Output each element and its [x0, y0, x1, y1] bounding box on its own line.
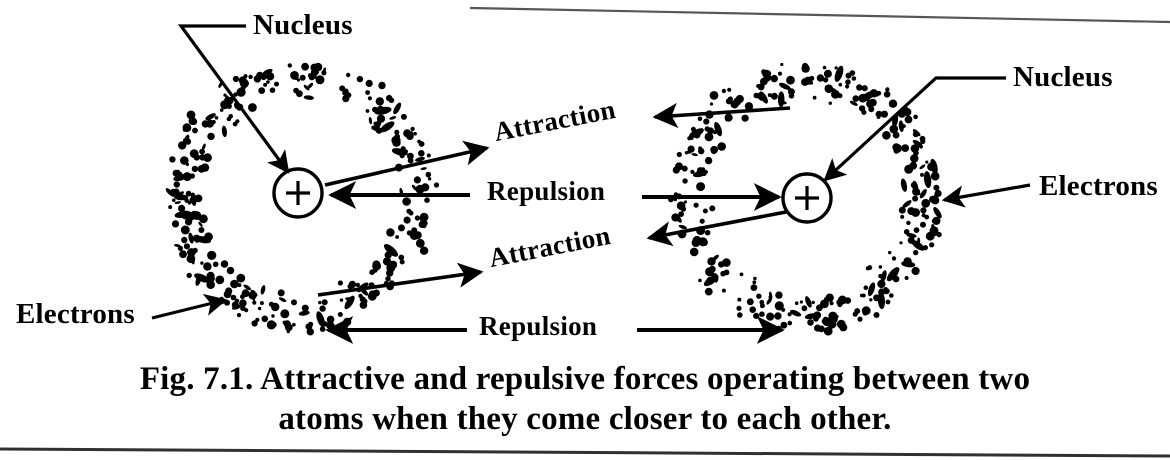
electrons-left-leader-line	[151, 293, 228, 320]
electrons-right-leader-line	[941, 183, 1031, 208]
scan-border-rules	[0, 6, 1170, 458]
repulsion-top-arrow	[328, 181, 782, 211]
right-atom-electron-cloud	[668, 62, 942, 336]
repulsion-bottom-label: Repulsion	[479, 311, 598, 341]
nucleus-right-label: Nucleus	[1013, 61, 1113, 93]
left-atom-electron-cloud	[165, 62, 440, 336]
nucleus-left-leader-line	[177, 24, 290, 174]
figure-caption-line-2: atoms when they come closer to each othe…	[278, 401, 892, 437]
electrons-right-label: Electrons	[1039, 170, 1158, 202]
left-atom-nucleus	[272, 167, 324, 219]
repulsion-top-label: Repulsion	[487, 176, 606, 206]
nucleus-right-leader-line	[823, 76, 1006, 182]
attraction-bottom-arrow	[317, 210, 787, 297]
right-atom-nucleus	[781, 172, 833, 224]
attraction-top-arrow	[324, 102, 791, 187]
nucleus-left-label: Nucleus	[253, 9, 353, 41]
figure-caption-line-1: Fig. 7.1. Attractive and repulsive force…	[139, 361, 1031, 397]
electrons-left-label: Electrons	[16, 298, 135, 330]
